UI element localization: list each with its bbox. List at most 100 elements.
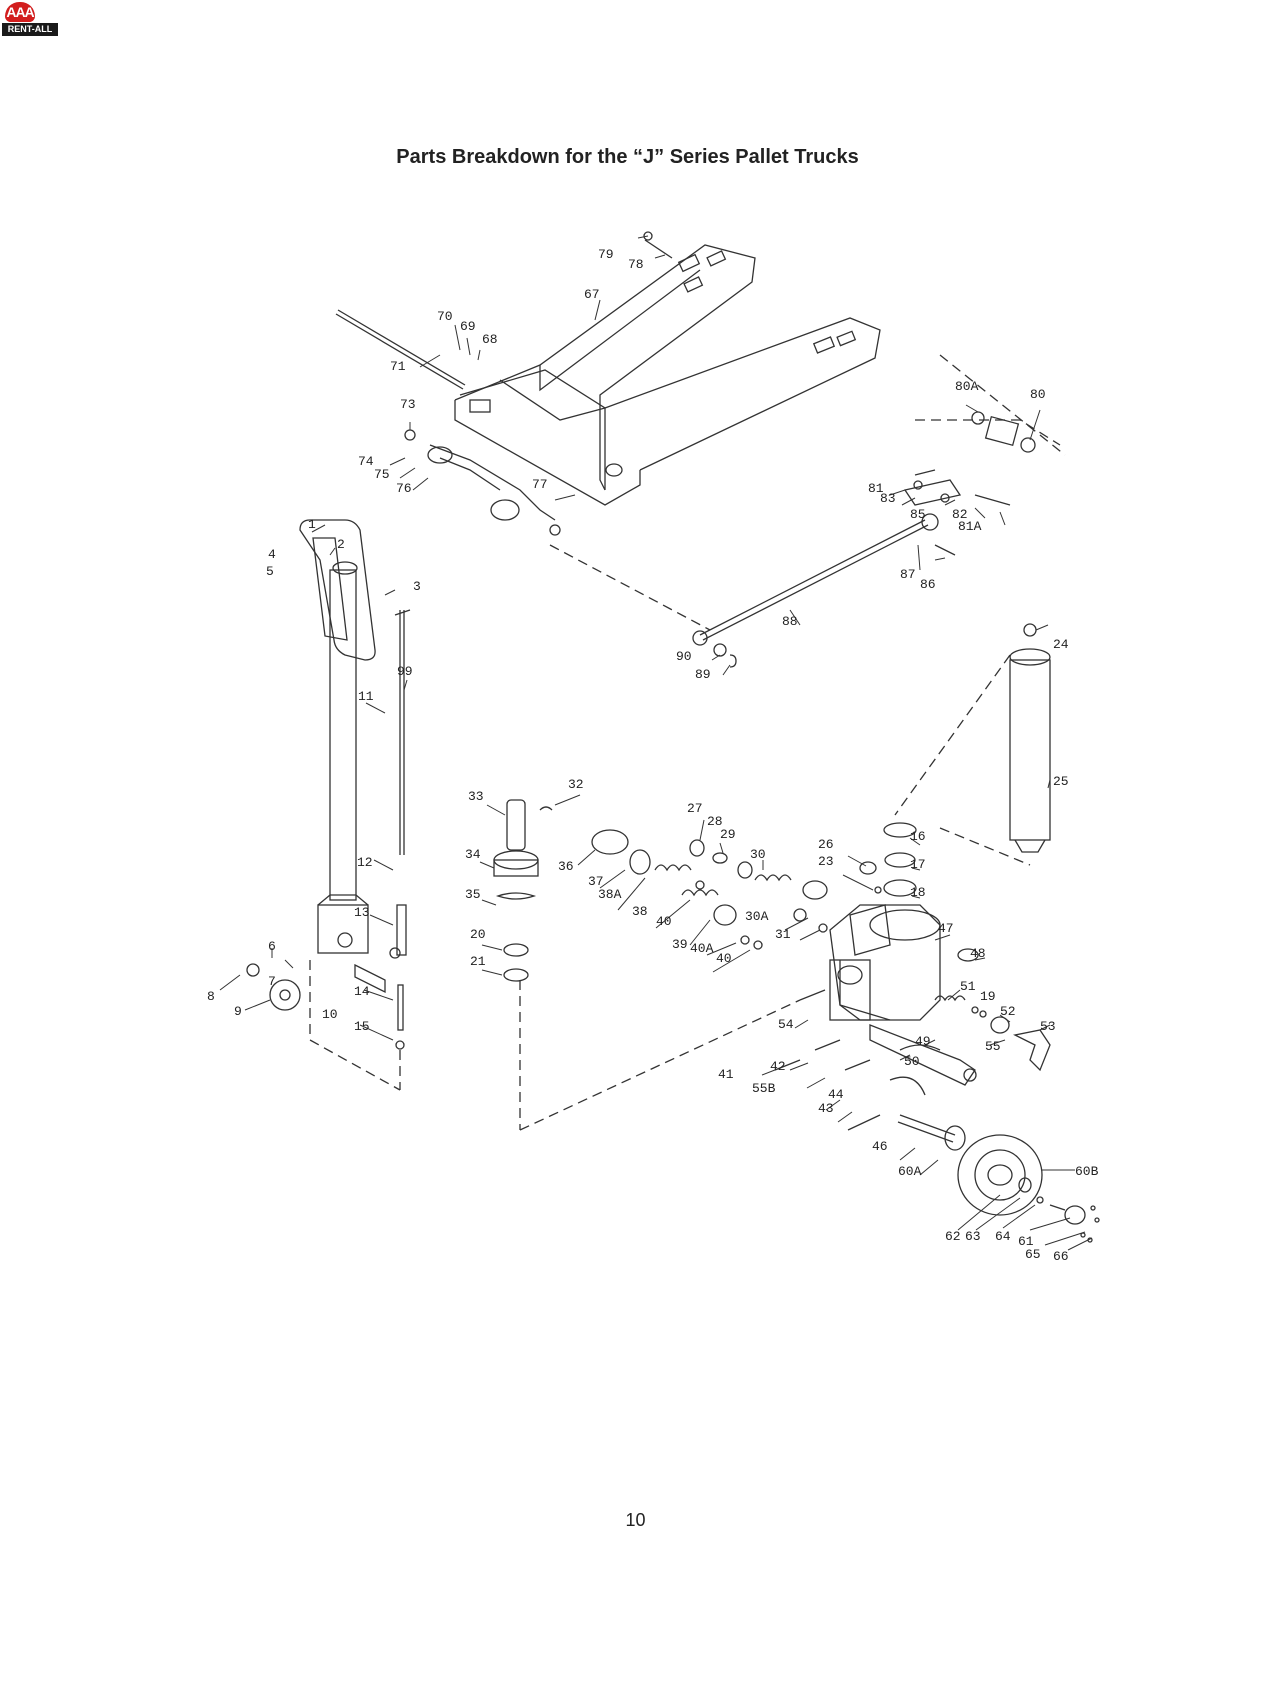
page-number: 10 [625, 1510, 646, 1530]
callout: 38 [632, 904, 648, 919]
callout: 42 [770, 1059, 786, 1074]
callout: 19 [980, 989, 996, 1004]
callout: 39 [672, 937, 688, 952]
callout: 66 [1053, 1249, 1069, 1264]
callout: 18 [910, 885, 926, 900]
callout: 77 [532, 477, 548, 492]
callout: 87 [900, 567, 916, 582]
callout: 36 [558, 859, 574, 874]
callout: 35 [465, 887, 481, 902]
callout: 40A [690, 941, 714, 956]
callout: 52 [1000, 1004, 1016, 1019]
callout: 27 [687, 801, 703, 816]
callout: 75 [374, 467, 390, 482]
diagram-linework [246, 231, 1100, 1243]
callout: 80A [955, 379, 979, 394]
callout: 26 [818, 837, 834, 852]
callout: 53 [1040, 1019, 1056, 1034]
callout: 78 [628, 257, 644, 272]
callout: 71 [390, 359, 406, 374]
callout: 74 [358, 454, 374, 469]
callout: 89 [695, 667, 711, 682]
callout: 8 [207, 989, 215, 1004]
callout: 14 [354, 984, 370, 999]
callout: 4 [268, 547, 276, 562]
callout: 24 [1053, 637, 1069, 652]
callout: 47 [938, 921, 954, 936]
logo-text-bottom: RENT-ALL [2, 23, 58, 36]
callout: 70 [437, 309, 453, 324]
callout: 55 [985, 1039, 1001, 1054]
callout: 64 [995, 1229, 1011, 1244]
part-callouts: 1 2 3 4 5 6 7 8 9 10 11 12 13 14 15 16 1… [207, 247, 1099, 1264]
callout: 61 [1018, 1234, 1034, 1249]
callout: 83 [880, 491, 896, 506]
callout: 49 [915, 1034, 931, 1049]
callout: 41 [718, 1067, 734, 1082]
callout: 81 [868, 481, 884, 496]
callout: 23 [818, 854, 834, 869]
callout: 60A [898, 1164, 922, 1179]
logo-text-top: AAA [5, 2, 35, 22]
callout: 85 [910, 507, 926, 522]
callout: 37 [588, 874, 604, 889]
callout: 16 [910, 829, 926, 844]
aaa-rent-all-logo: AAA RENT-ALL [2, 2, 58, 38]
callout: 6 [268, 939, 276, 954]
callout: 99 [397, 664, 413, 679]
leader-lines [219, 235, 1093, 1251]
callout: 88 [782, 614, 798, 629]
callout: 65 [1025, 1247, 1041, 1262]
callout: 50 [904, 1054, 920, 1069]
callout: 5 [266, 564, 274, 579]
page-title: Parts Breakdown for the “J” Series Palle… [396, 146, 859, 168]
callout: 81A [958, 519, 982, 534]
callout: 82 [952, 507, 968, 522]
callout: 13 [354, 905, 370, 920]
callout: 30 [750, 847, 766, 862]
callout: 51 [960, 979, 976, 994]
callout: 67 [584, 287, 600, 302]
callout: 32 [568, 777, 584, 792]
callout: 40 [716, 951, 732, 966]
callout: 31 [775, 927, 791, 942]
callout: 40 [656, 914, 672, 929]
callout: 69 [460, 319, 476, 334]
rod-71 [337, 309, 466, 386]
callout: 9 [234, 1004, 242, 1019]
callout: 46 [872, 1139, 888, 1154]
callout: 1 [308, 517, 316, 532]
callout: 17 [910, 857, 926, 872]
callout: 30A [745, 909, 769, 924]
callout: 48 [970, 946, 986, 961]
callout: 38A [598, 887, 622, 902]
callout: 80 [1030, 387, 1046, 402]
callout: 20 [470, 927, 486, 942]
callout: 44 [828, 1087, 844, 1102]
callout: 55B [752, 1081, 776, 1096]
callout: 29 [720, 827, 736, 842]
callout: 73 [400, 397, 416, 412]
callout: 10 [322, 1007, 338, 1022]
callout: 25 [1053, 774, 1069, 789]
callout: 21 [470, 954, 486, 969]
callout: 28 [707, 814, 723, 829]
callout: 7 [268, 974, 276, 989]
callout: 11 [358, 689, 374, 704]
callout: 86 [920, 577, 936, 592]
callout: 62 [945, 1229, 961, 1244]
callout: 15 [354, 1019, 370, 1034]
callout: 34 [465, 847, 481, 862]
callout: 68 [482, 332, 498, 347]
callout: 2 [337, 537, 345, 552]
callout: 43 [818, 1101, 834, 1116]
callout: 76 [396, 481, 412, 496]
callout: 90 [676, 649, 692, 664]
callout: 3 [413, 579, 421, 594]
callout: 79 [598, 247, 614, 262]
callout: 33 [468, 789, 484, 804]
callout: 12 [357, 855, 373, 870]
fork-frame [454, 244, 881, 506]
callout: 60B [1075, 1164, 1099, 1179]
